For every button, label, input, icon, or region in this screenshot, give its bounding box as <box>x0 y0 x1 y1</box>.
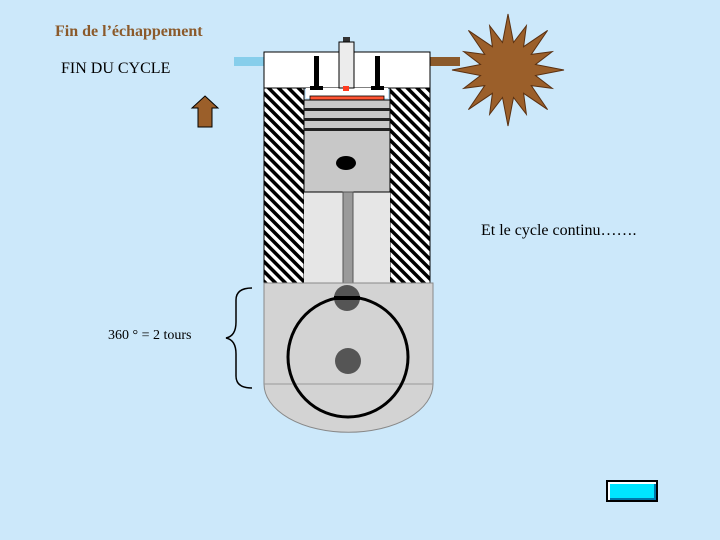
piston <box>303 99 391 193</box>
exhaust-valve <box>371 56 384 90</box>
crankshaft-center <box>335 348 361 374</box>
slide-title: Fin de l’échappement <box>55 23 203 40</box>
spark-plug <box>338 37 355 91</box>
explosion-burst-icon <box>451 13 565 127</box>
crank-pin <box>334 285 360 311</box>
next-slide-button[interactable] <box>606 480 658 502</box>
up-arrow-icon <box>190 95 220 128</box>
combustion-chamber <box>306 88 388 98</box>
cycle-end-label: FIN DU CYCLE <box>61 60 171 77</box>
cycle-continues-label: Et le cycle continu……. <box>481 222 637 239</box>
cylinder-wall-left <box>263 87 305 284</box>
rotation-label: 360 ° = 2 tours <box>108 328 192 343</box>
cylinder-wall-right <box>389 87 431 284</box>
left-curly-brace <box>225 287 253 389</box>
intake-valve <box>310 56 323 90</box>
piston-top-seal <box>309 95 385 101</box>
